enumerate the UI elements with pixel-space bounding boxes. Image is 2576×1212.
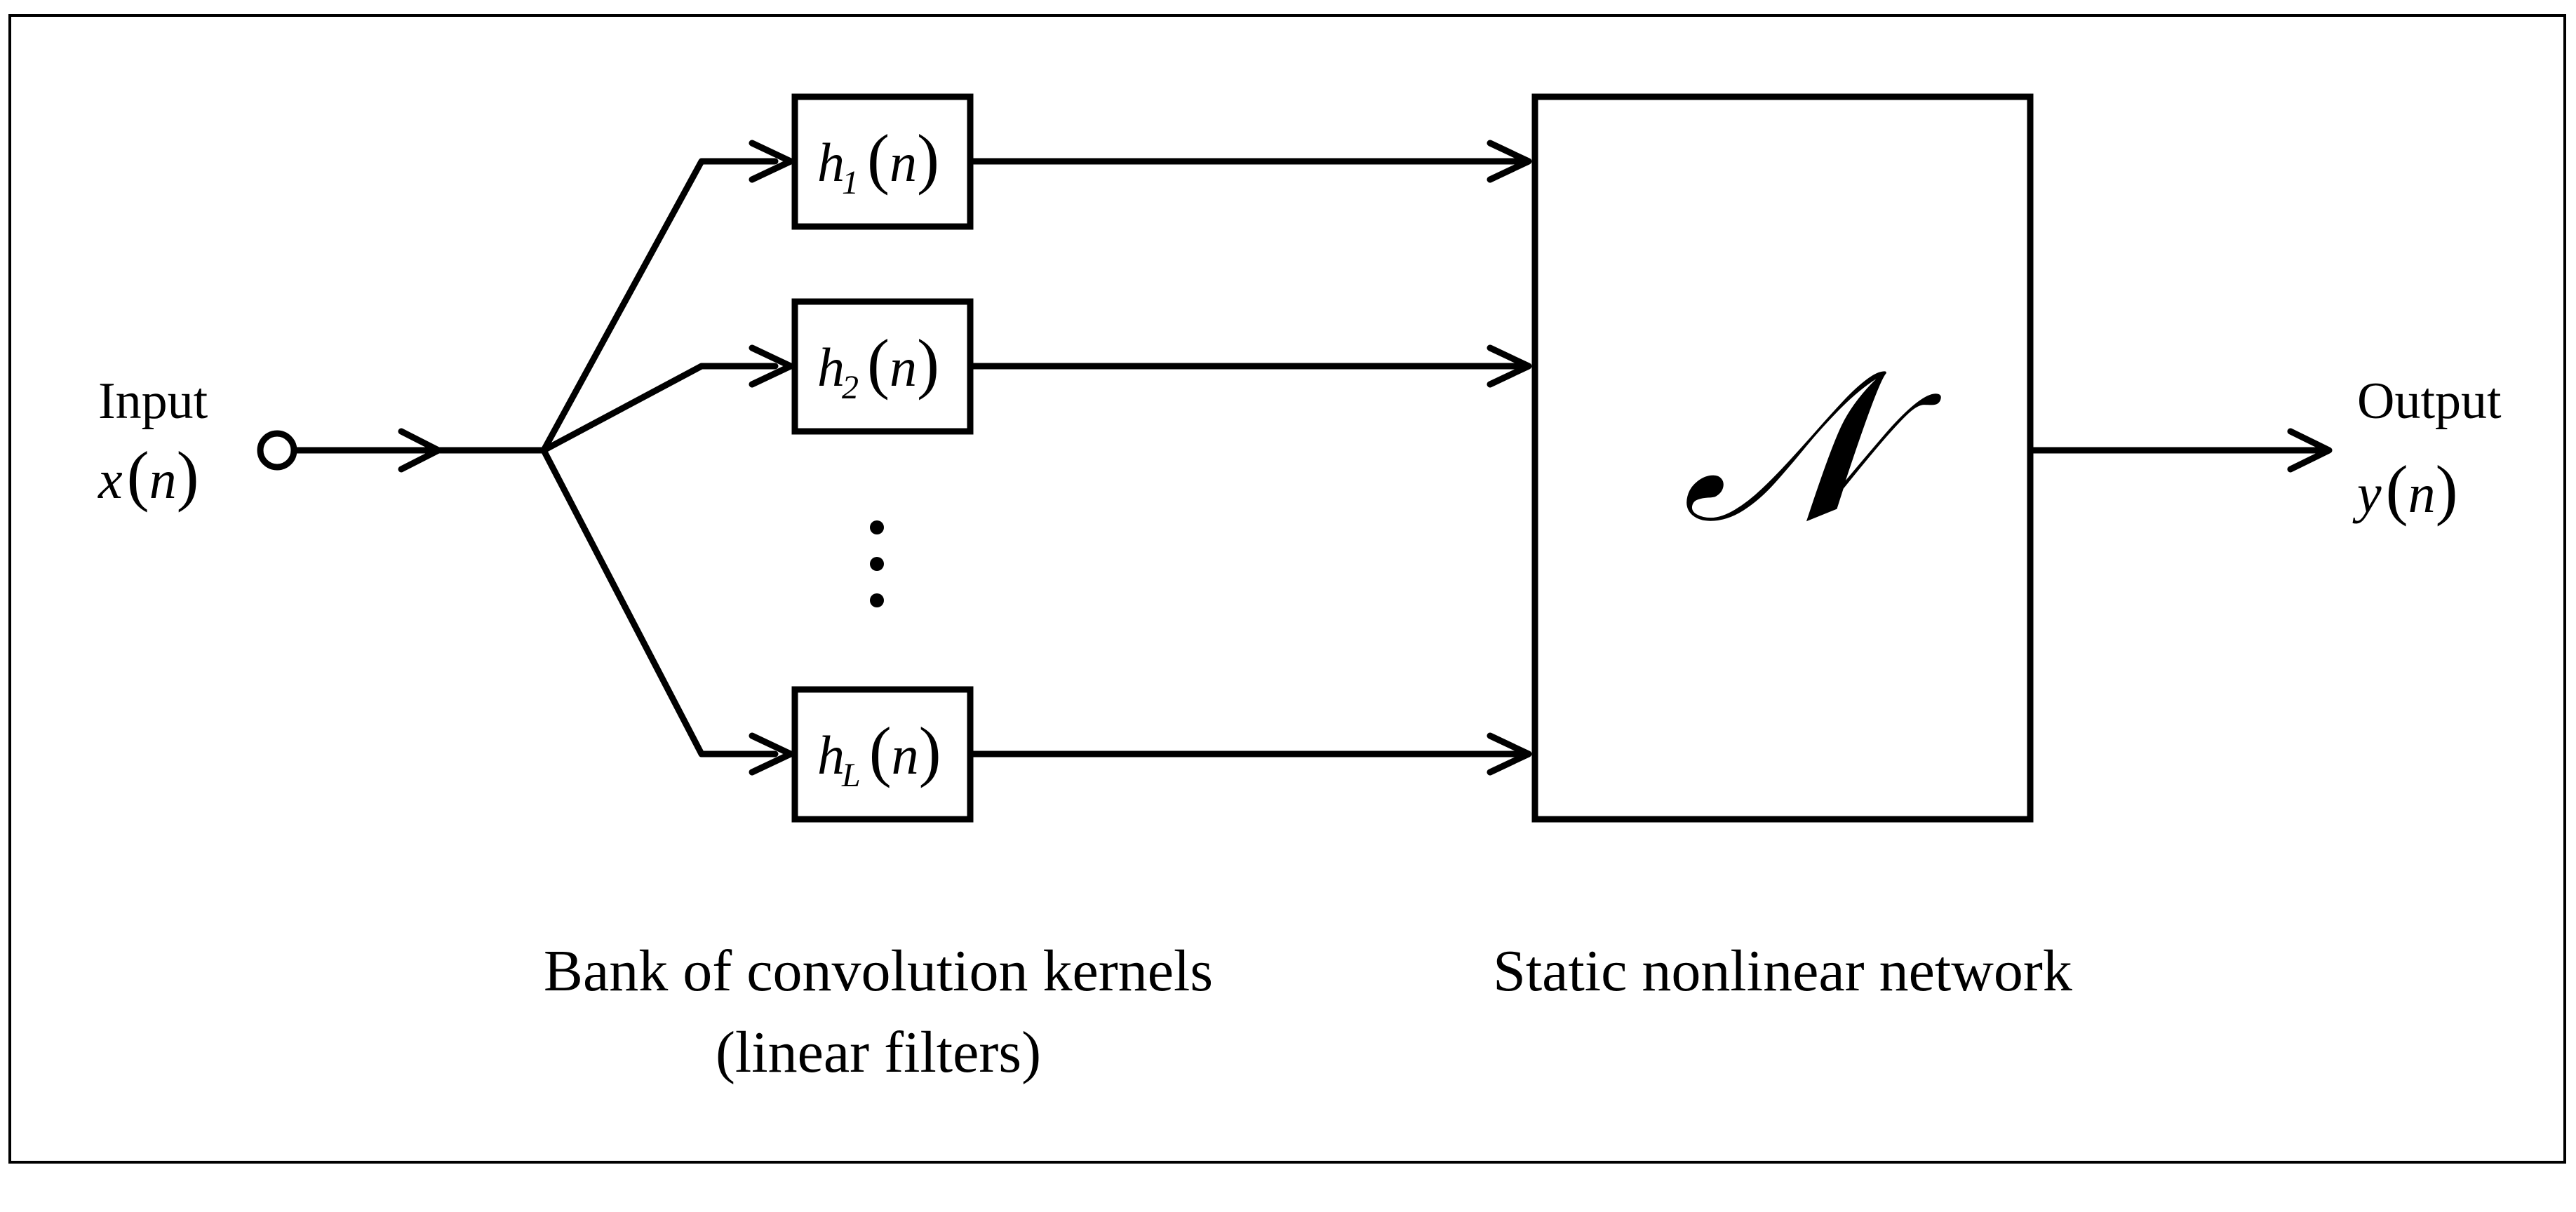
filter-label-1: h1(n): [817, 121, 939, 201]
caption-network: Static nonlinear network: [1493, 938, 2072, 1004]
input-label: Input: [98, 372, 208, 430]
input-arrowhead: [398, 428, 442, 473]
outer-frame: [8, 14, 2566, 1164]
branch-line-1: [540, 158, 779, 454]
network-arrowhead-1: [1487, 140, 1532, 183]
vertical-ellipsis: [870, 520, 884, 607]
filter-label-L: hL(n): [817, 713, 941, 794]
filter-box-1: h1(n): [791, 93, 974, 230]
filter-box-2: h2(n): [791, 298, 974, 435]
output-signal: y(n): [2352, 452, 2458, 527]
branch-arrowhead-1: [749, 140, 794, 183]
filter-box-L: hL(n): [791, 686, 974, 823]
branch-arrowhead-2: [749, 344, 794, 388]
caption-bank-line2: (linear filters): [716, 1020, 1041, 1085]
input-terminal: [257, 430, 297, 471]
branch-line-L: [540, 447, 779, 758]
output-arrowhead: [2287, 428, 2333, 473]
network-arrowhead-2: [1487, 344, 1532, 388]
branch-arrowhead-L: [749, 732, 794, 776]
input-signal: x(n): [98, 438, 199, 513]
output-label: Output: [2357, 372, 2502, 430]
filter-label-2: h2(n): [817, 325, 939, 406]
network-arrowhead-L: [1487, 732, 1532, 776]
nonlinear-network-box: [1531, 93, 2034, 823]
branch-line-2: [540, 363, 779, 454]
caption-bank-line1: Bank of convolution kernels: [544, 938, 1213, 1004]
